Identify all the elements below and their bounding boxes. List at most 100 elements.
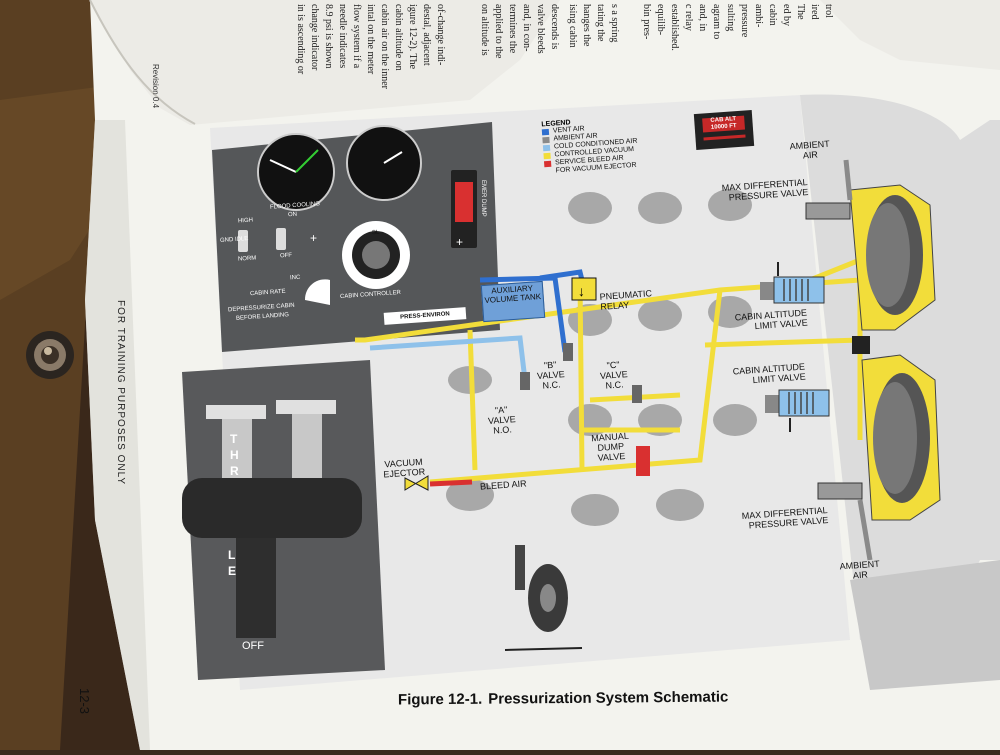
book-text-col: cabin air on the inner (379, 4, 390, 89)
ambient-air-line-top (843, 159, 853, 201)
figure-caption: Figure 12-1.Pressurization System Schema… (397, 688, 729, 709)
throttle-letter: H (230, 448, 239, 462)
book-text-col: igure 12-2). The (407, 4, 418, 70)
book-text-col: valve bleeds (535, 4, 546, 54)
book-text-col: agram to (711, 4, 722, 40)
outflow-valve-inner-bottom (873, 382, 917, 494)
throttle-lever-right-top (276, 400, 336, 414)
valve-a (520, 372, 530, 390)
book-text-col: established. (669, 4, 680, 51)
legend: LEGEND VENT AIR AMBIENT AIR COLD CONDITI… (541, 115, 639, 176)
cabin-altitude-limit-valve-bottom (765, 389, 830, 432)
window (568, 192, 612, 224)
cab-alt-bar (703, 134, 746, 141)
pneumatic-relay (571, 277, 597, 301)
book-text-col: The (795, 4, 806, 20)
right-page-top (820, 0, 1000, 70)
book-text-col: s a spring (609, 4, 620, 43)
vacuum-line-relay-right (704, 337, 861, 348)
legend-swatch (543, 160, 552, 168)
book-text-col: change indicator (309, 4, 320, 71)
book-text-col: termines the (507, 4, 518, 54)
book-text-col: of-change indi- (435, 4, 446, 66)
book-text-col: ed by (781, 4, 792, 26)
pneumatic-relay-arrow: ↓ (578, 283, 585, 299)
throttle-handle[interactable] (182, 478, 362, 538)
book-text-col: trol (823, 4, 834, 18)
window (446, 479, 494, 511)
window (708, 189, 752, 221)
book-text-col: bin pres- (641, 4, 652, 40)
training-notice: FOR TRAINING PURPOSES ONLY (115, 300, 126, 486)
cabin-altitude-limit-valve-top (760, 262, 825, 304)
throttle-letter: R (230, 464, 239, 478)
limit-valve-bellows (788, 392, 814, 414)
window (638, 299, 682, 331)
flood-cooling-switch-1[interactable] (238, 230, 248, 252)
limit-valve-bellows (783, 279, 809, 301)
cold-conditioned-air-lines (369, 335, 528, 381)
valve-c (632, 385, 642, 403)
throttle-letter: T (230, 432, 238, 446)
norm-label: NORM (237, 255, 257, 263)
page-fold-shadow (89, 0, 196, 125)
flood-cooling-switch-2[interactable] (276, 228, 286, 250)
window (571, 494, 619, 526)
vacuum-ejector (404, 475, 429, 491)
cab-alt-light: CAB ALT 10000 FT (702, 115, 746, 133)
cabin-rate-needle-2 (295, 149, 319, 173)
book-text-col: flow system if a (351, 4, 362, 69)
book-text-col: 8.9 psi is shown (323, 4, 334, 69)
legend-swatch (542, 136, 550, 144)
plus-mark: + (310, 231, 317, 245)
book-text-col: needle indicates (337, 4, 348, 69)
high-label: HIGH (237, 217, 254, 225)
emer-dump-label: EMER DUMP (480, 180, 486, 217)
limit-valve-cap (760, 282, 774, 300)
cabin-rate-knob[interactable] (304, 279, 330, 305)
controller-sl-label: SL (371, 229, 380, 237)
emer-dump-switch[interactable] (455, 182, 473, 222)
book-text-col: equilib- (655, 4, 666, 36)
book-text-col: pressure (739, 4, 750, 38)
emer-dump-plus: + (456, 235, 463, 249)
limit-valve-body (773, 276, 825, 304)
cab-alt-annunciator: CAB ALT 10000 FT (693, 110, 755, 150)
outflow-connector (852, 336, 870, 354)
ground-line (504, 647, 583, 651)
book-text-col: ambi- (753, 4, 764, 28)
page-number: 12-3 (77, 688, 92, 715)
throttle-lever-left-top (206, 405, 266, 419)
revision-label: Revision 0.4 (151, 64, 160, 109)
cabin-controller-knob[interactable] (362, 241, 390, 269)
book-text-col: in is ascending or (295, 4, 306, 75)
gear-hub (540, 584, 556, 612)
book-text-col: cabin (767, 4, 778, 26)
book-text-col: c relay (683, 4, 694, 31)
max-differential-valve-bottom (817, 482, 863, 500)
cabin-rate-needle (269, 159, 297, 173)
previous-page-curl (90, 0, 560, 125)
gear-strut (515, 545, 525, 590)
book-text-col: ising cabin (567, 4, 578, 48)
book-text-col: cabin altitude on (393, 4, 404, 71)
valve-b (563, 343, 573, 361)
cold-air-line (369, 335, 528, 381)
legend-swatch (545, 169, 552, 175)
legend-swatch (543, 152, 551, 160)
window (638, 192, 682, 224)
off-label: OFF (279, 252, 293, 260)
max-differential-valve-top (805, 202, 851, 220)
window (713, 404, 757, 436)
throttle-letter: L (228, 548, 236, 562)
throttle-letter: E (228, 564, 237, 578)
auxiliary-volume-tank: AUXILIARY VOLUME TANK (480, 280, 546, 323)
book-text-col: descends is (549, 4, 560, 50)
gutter-shadow (85, 120, 150, 750)
